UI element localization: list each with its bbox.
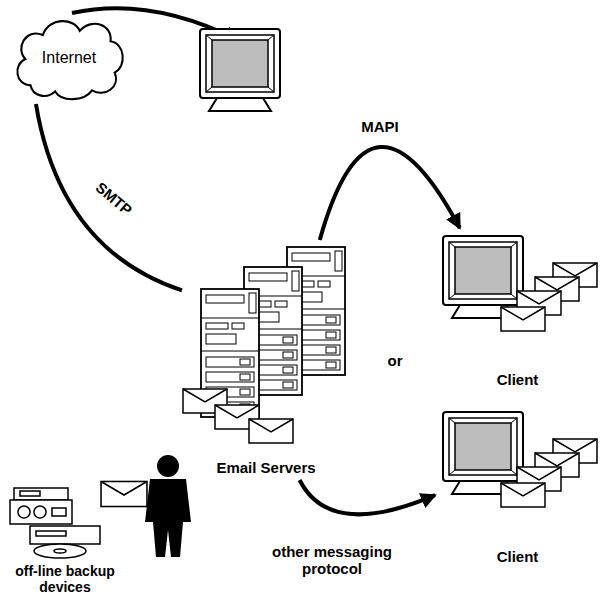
- connector: [320, 147, 460, 240]
- edge-label: MAPI: [353, 118, 407, 135]
- edge-label: SMTP: [87, 174, 141, 223]
- connector: [36, 104, 182, 290]
- node-text: Client: [497, 371, 539, 388]
- envelope-icon: [501, 483, 545, 507]
- monitor-icon: [443, 236, 523, 318]
- backup-device: [10, 488, 100, 558]
- backup-devices: off-line backup devices: [0, 482, 130, 599]
- client: Client: [435, 228, 600, 392]
- internet-cloud: Internet: [10, 12, 128, 104]
- edge-label: other messaging protocol: [262, 543, 402, 577]
- connector: [300, 480, 435, 514]
- envelope-icon: [501, 307, 545, 331]
- node-text: Email Servers: [216, 459, 315, 476]
- envelope-icon: [101, 481, 147, 506]
- client: Client: [435, 405, 600, 569]
- node-text: Client: [497, 548, 539, 565]
- email-servers: Email Servers: [182, 240, 350, 480]
- person-figure: [145, 455, 191, 557]
- free-label: or: [378, 352, 412, 369]
- monitor-icon: [443, 412, 523, 494]
- monitor-icon: [200, 29, 280, 111]
- envelope-icon: [249, 419, 293, 443]
- node-text: Internet: [42, 49, 96, 67]
- node-text: off-line backup devices: [0, 563, 130, 595]
